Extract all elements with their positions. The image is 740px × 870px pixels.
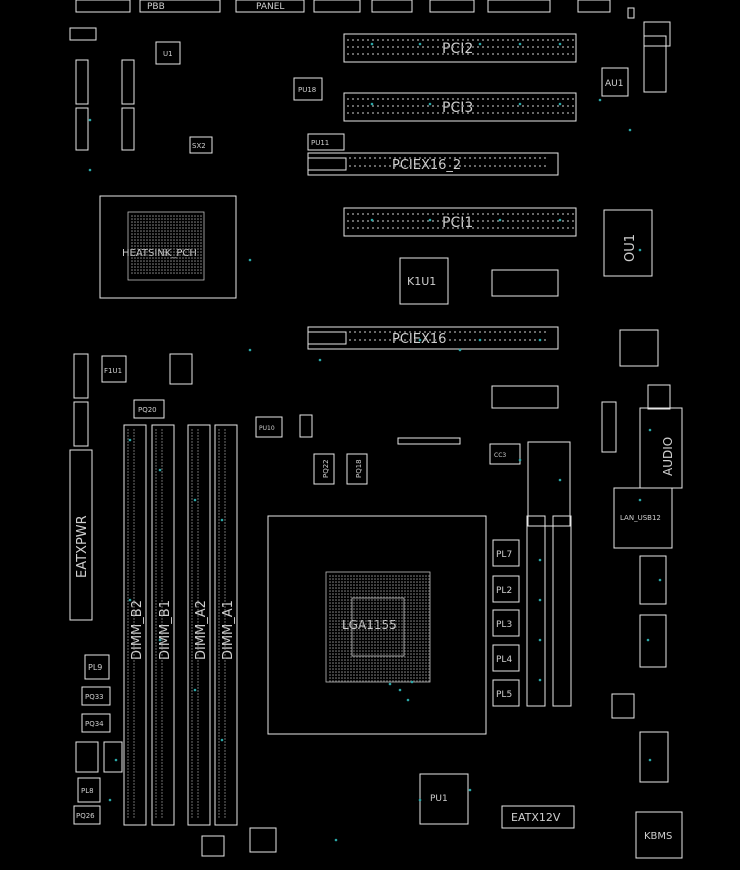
label-dimm-a2: DIMM_A2 (194, 600, 209, 660)
rear-io: AUDIO LAN_USB12 KBMS (601, 21, 683, 859)
label-dimm-a1: DIMM_A1 (221, 600, 236, 660)
chip-u1: U1 (155, 41, 181, 65)
label-pl3: PL3 (496, 620, 512, 630)
chip-pu18: PU18 (293, 77, 323, 101)
pin-dot-fields (88, 39, 662, 842)
chip-sx2: SX2 (189, 136, 213, 154)
label-pl8: PL8 (81, 787, 94, 795)
label-pci2: PCI2 (442, 41, 473, 57)
label-eatx12v: EATX12V (511, 811, 561, 824)
label-pl4: PL4 (496, 655, 512, 665)
connector-eatx12v: EATX12V (501, 805, 575, 829)
label-dimm-b2: DIMM_B2 (130, 600, 145, 660)
label-pl5: PL5 (496, 690, 512, 700)
label-au1: AU1 (605, 79, 623, 89)
left-power: PL9 PQ33 PQ34 PL8 PQ26 PQ20 (73, 399, 165, 825)
chip-pch: HEATSINK_PCH (99, 195, 237, 299)
label-cc3: CC3 (494, 452, 506, 459)
label-pq18: PQ18 (355, 459, 363, 478)
chip-k1u1: K1U1 (399, 257, 449, 305)
label-pu10: PU10 (259, 425, 275, 432)
label-pbb: PBB (147, 2, 165, 12)
label-k1u1: K1U1 (407, 275, 436, 288)
cpu-socket: LGA1155 (267, 515, 487, 735)
label-lan-usb: LAN_USB12 (620, 514, 661, 522)
chip-ou1: OU1 (603, 209, 653, 277)
label-pu11: PU11 (311, 139, 329, 147)
label-sx2: SX2 (192, 142, 206, 150)
label-pq22: PQ22 (322, 459, 330, 478)
chip-au1: AU1 (601, 67, 629, 97)
slot-pci2: PCI2 (343, 33, 577, 63)
left-headers: F1U1 (69, 27, 135, 447)
label-pq20: PQ20 (138, 406, 157, 414)
label-ou1: OU1 (623, 234, 638, 262)
connector-eatxpwr: EATXPWR (69, 449, 93, 621)
slot-pciex16: PCIEX16 (307, 326, 559, 350)
bottom-power: PU1 (75, 353, 469, 857)
label-panel: PANEL (256, 2, 284, 12)
label-pu18: PU18 (298, 86, 316, 94)
label-pl2: PL2 (496, 586, 512, 596)
label-u1: U1 (163, 50, 173, 58)
dimm-slots: DIMM_B2 DIMM_B1 DIMM_A2 DIMM_A1 (123, 424, 238, 826)
label-pl7: PL7 (496, 550, 512, 560)
label-pciex16-2: PCIEX16_2 (392, 158, 461, 173)
label-audio: AUDIO (661, 437, 675, 476)
label-pq26: PQ26 (76, 812, 95, 820)
label-eatxpwr: EATXPWR (75, 515, 90, 578)
label-heatsink: HEATSINK_PCH (122, 248, 197, 259)
mid-components: PQ22 PQ18 PU10 CC3 PU11 (255, 133, 559, 485)
label-kbms: KBMS (644, 831, 672, 842)
label-pci1: PCI1 (442, 215, 473, 231)
label-lga1155: LGA1155 (342, 618, 397, 632)
label-f1u1: F1U1 (104, 367, 122, 375)
label-pu1: PU1 (430, 794, 448, 804)
slot-pci1: PCI1 (343, 207, 577, 237)
slot-pci3: PCI3 (343, 92, 577, 122)
top-connectors: PBB PANEL (75, 0, 635, 19)
label-pl9: PL9 (88, 663, 102, 672)
label-pci3: PCI3 (442, 100, 473, 116)
vrm-phases: PL7 PL2 PL3 PL4 PL5 (492, 441, 572, 707)
slot-pciex16-2: PCIEX16_2 (307, 152, 559, 176)
label-pq33: PQ33 (85, 693, 104, 701)
label-dimm-b1: DIMM_B1 (158, 600, 173, 660)
label-pq34: PQ34 (85, 720, 104, 728)
